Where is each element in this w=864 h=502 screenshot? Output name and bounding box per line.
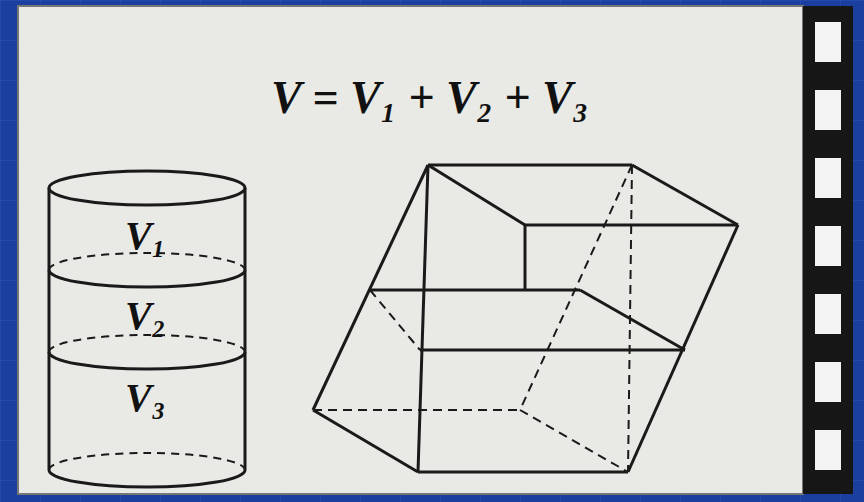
volume-label: V₁ bbox=[125, 216, 166, 256]
formula-title: V = V₁ + V₂ + V₃ bbox=[271, 75, 589, 121]
prism-hidden-edges bbox=[313, 165, 632, 472]
film-hole bbox=[815, 158, 841, 198]
film-hole bbox=[815, 430, 841, 470]
picture-panel bbox=[18, 6, 803, 494]
volume-label: V₂ bbox=[125, 296, 166, 336]
film-hole bbox=[815, 90, 841, 130]
film-holes bbox=[815, 22, 841, 470]
prism bbox=[313, 165, 738, 472]
film-hole bbox=[815, 294, 841, 334]
volume-label: V₃ bbox=[125, 378, 166, 418]
film-hole bbox=[815, 362, 841, 402]
cylinder bbox=[49, 171, 245, 487]
film-hole bbox=[815, 226, 841, 266]
film-hole bbox=[815, 22, 841, 62]
film-strip bbox=[803, 6, 853, 494]
